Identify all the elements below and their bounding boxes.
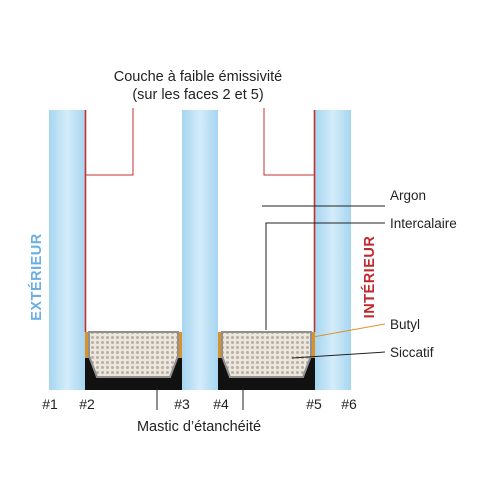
coating-title-line2: (sur les faces 2 et 5) <box>132 87 263 103</box>
leader-butyl <box>312 323 386 338</box>
argon-label: Argon <box>390 188 426 203</box>
glass-pane-exterior <box>49 110 85 390</box>
butyl-left-b <box>178 332 182 358</box>
leader-siccatif <box>291 351 386 359</box>
butyl-right-b <box>311 332 315 358</box>
leader-intercalaire <box>265 222 385 330</box>
glass-pane-interior <box>315 110 351 390</box>
butyl-right-a <box>218 332 222 358</box>
face-label-1: #1 <box>42 396 58 412</box>
leader-coating-right <box>263 108 315 176</box>
spacer-right <box>221 331 312 378</box>
face-label-4: #4 <box>213 396 229 412</box>
mastic-label: Mastic d’étanchéité <box>137 419 261 435</box>
butyl-label: Butyl <box>390 317 420 332</box>
spacer-left <box>88 331 179 378</box>
face-label-5: #5 <box>306 396 322 412</box>
leader-coating-left <box>85 108 134 176</box>
butyl-left-a <box>85 332 89 358</box>
exterior-label: EXTÉRIEUR <box>28 233 45 321</box>
siccatif-label: Siccatif <box>390 345 434 360</box>
face-label-3: #3 <box>174 396 190 412</box>
interior-label: INTÉRIEUR <box>361 236 378 319</box>
face-label-2: #2 <box>79 396 95 412</box>
face-label-6: #6 <box>341 396 357 412</box>
glass-pane-middle <box>182 110 218 390</box>
coating-title-line1: Couche à faible émissivité <box>114 69 282 85</box>
intercalaire-label: Intercalaire <box>390 216 457 231</box>
